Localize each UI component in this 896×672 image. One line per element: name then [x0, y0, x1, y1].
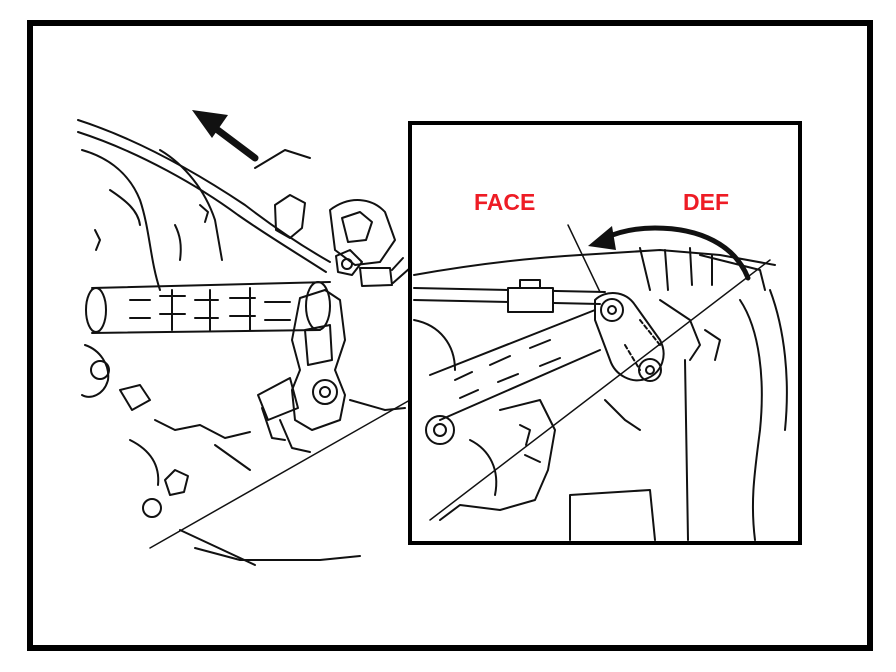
bracket-bolt-center: [319, 386, 331, 398]
leader-line: [149, 399, 411, 549]
lower-line-3: [194, 547, 361, 561]
inset-frame: [408, 121, 802, 545]
duct-top: [91, 281, 331, 289]
lower-curve: [129, 439, 160, 486]
inset-right-detail: [704, 329, 721, 361]
curved-arrow-left-icon: [588, 225, 751, 281]
lower-clip: [164, 469, 189, 496]
bracket-bolt: [312, 379, 338, 405]
callout-line-a: [391, 257, 404, 271]
duct-end-left: [85, 287, 107, 333]
lower-line-1: [214, 444, 251, 471]
inset-right-line: [684, 359, 689, 541]
lower-duct-bolt: [90, 360, 110, 380]
duct-end-right: [305, 281, 331, 331]
inset-bottom-box: [569, 489, 656, 541]
inset-duct-bottom: [439, 349, 601, 421]
inset-lever-housing: [659, 299, 701, 361]
lower-grommet: [142, 498, 162, 518]
bracket-tab-tip: [261, 407, 286, 441]
lever-pivot: [335, 249, 363, 276]
face-leader-line: [567, 224, 601, 293]
lower-detail: [279, 419, 311, 453]
label-def: DEF: [683, 189, 729, 215]
control-cable: [77, 119, 331, 263]
dash-detail-5: [254, 149, 311, 169]
dash-outline-1: [81, 149, 161, 291]
inset-cut-line: [429, 259, 771, 521]
inset-left-contour: [413, 319, 456, 371]
lower-edge: [154, 419, 251, 439]
bracket-tab: [257, 377, 299, 421]
duct-bottom: [91, 329, 321, 334]
bracket-slot: [304, 324, 333, 366]
inset-housing-top: [413, 249, 776, 276]
label-face: FACE: [474, 189, 535, 215]
inset-lever-pivot-pin: [607, 305, 617, 315]
inset-bracket-detail: [519, 424, 531, 446]
dash-detail-1: [94, 229, 101, 251]
cable-clamp: [274, 194, 306, 239]
inset-bracket-detail-2: [524, 454, 541, 463]
dash-detail-4: [199, 204, 209, 223]
inset-lever-bolt-pin: [645, 365, 655, 375]
inset-duct-slots: [454, 339, 551, 381]
dash-detail-2: [109, 189, 141, 226]
inset-lever: [594, 292, 665, 382]
dash-right-edge: [349, 399, 406, 411]
pivot-pin: [341, 258, 353, 270]
inset-housing-edge: [699, 254, 766, 291]
inset-left-curve: [469, 439, 498, 496]
inset-lever-pivot: [600, 298, 624, 322]
inset-housing-ribs: [639, 247, 713, 291]
inset-clamp-tab: [519, 279, 541, 289]
dash-detail-3: [174, 224, 182, 261]
lower-duct: [81, 344, 110, 398]
lower-part-1: [119, 384, 151, 411]
lever-housing-inner: [341, 211, 373, 243]
main-illustration: [77, 119, 411, 566]
inset-right-curve: [739, 299, 763, 541]
inset-duct-top: [429, 309, 596, 376]
inset-duct-slots-2: [459, 357, 561, 399]
inset-lever-lower: [604, 399, 641, 431]
inset-right-curve-2: [769, 289, 788, 431]
inset-left-bolt-center: [433, 423, 447, 437]
dash-outline-2: [159, 149, 223, 261]
vertical-bracket: [291, 289, 346, 431]
inset-lower-bracket: [439, 399, 556, 521]
inset-lever-hidden: [624, 319, 661, 371]
lever-housing: [329, 199, 396, 266]
arrow-up-left-icon: [192, 110, 259, 162]
lever-arm: [359, 267, 393, 287]
callout-line-b: [392, 267, 411, 284]
duct-ribs: [171, 287, 251, 331]
inset-left-bolt: [425, 415, 455, 445]
inset-detail: FACE DEF: [408, 121, 802, 545]
control-cable-edge: [77, 131, 327, 273]
inset-cable-clamp: [507, 287, 554, 313]
